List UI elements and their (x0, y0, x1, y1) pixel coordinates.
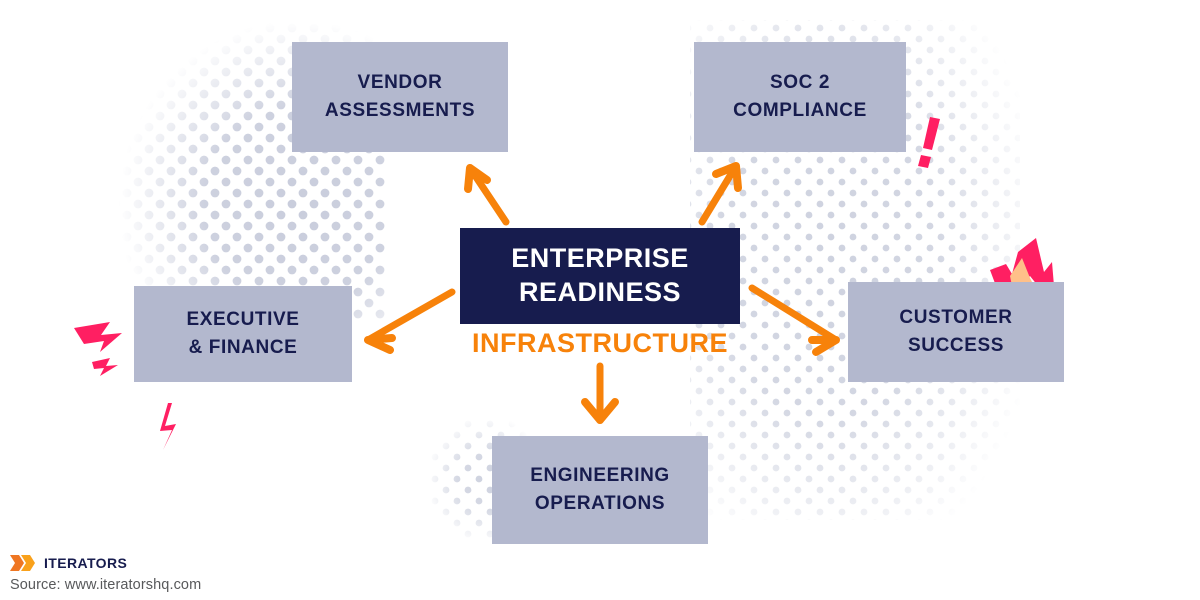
brand-name: ITERATORS (44, 555, 128, 571)
node-executive-and-finance: EXECUTIVE & FINANCE (134, 286, 352, 382)
iterators-chevron-logo (10, 555, 35, 571)
center-node-subtitle: INFRASTRUCTURE (472, 328, 728, 358)
arrow-to-soc-2-compliance (698, 162, 742, 226)
node-label-soc-2-compliance: SOC 2 COMPLIANCE (733, 72, 867, 121)
node-label-executive-and-finance: EXECUTIVE & FINANCE (186, 309, 300, 358)
arrow-to-customer-success (748, 284, 840, 356)
node-label-customer-success: CUSTOMER SUCCESS (899, 307, 1013, 356)
arrow-to-engineering-operations (581, 362, 619, 424)
node-soc-2-compliance: SOC 2 COMPLIANCE (694, 42, 906, 152)
lightning-bolt-icon (160, 403, 176, 450)
footer: ITERATORS Source: www.iteratorshq.com (10, 552, 410, 593)
node-customer-success: CUSTOMER SUCCESS (848, 282, 1064, 382)
node-vendor-assessments: VENDOR ASSESSMENTS (292, 42, 508, 152)
arrow-to-executive-and-finance (364, 288, 456, 354)
arrow-to-vendor-assessments (464, 164, 510, 226)
node-label-vendor-assessments: VENDOR ASSESSMENTS (324, 72, 476, 121)
flame-icon (990, 238, 1054, 286)
center-node-enterprise-readiness: ENTERPRISE READINESS (460, 228, 740, 324)
lightning-bolt-icon (92, 358, 118, 376)
source-text: Source: www.iteratorshq.com (10, 577, 202, 593)
node-label-engineering-operations: ENGINEERING OPERATIONS (530, 465, 670, 514)
lightning-bolt-icon (74, 322, 122, 352)
brand-row: ITERATORS (10, 552, 410, 574)
node-engineering-operations: ENGINEERING OPERATIONS (492, 436, 708, 544)
center-node-title: ENTERPRISE READINESS (511, 243, 689, 307)
exclamation-icon (918, 117, 940, 168)
